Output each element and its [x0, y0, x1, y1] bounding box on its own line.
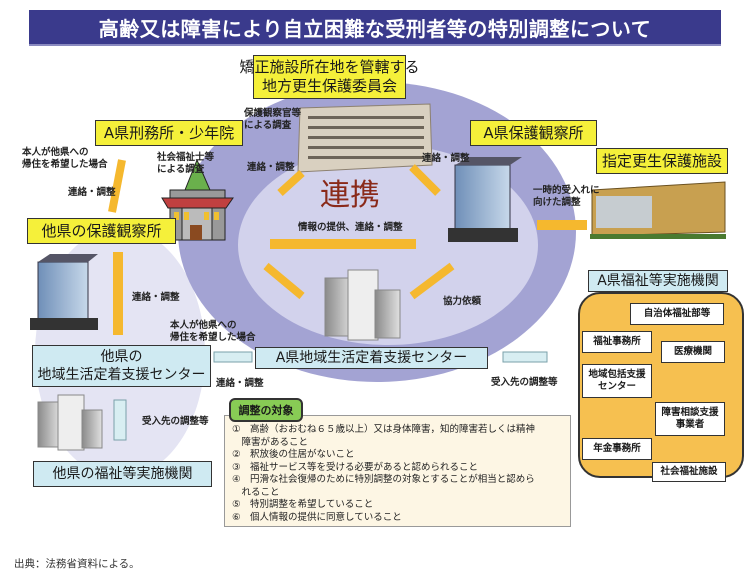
note-liaison-left-mid: 連絡・調整 [132, 292, 180, 303]
target-condition: れること [232, 486, 280, 498]
target-condition: ⑤ 特別調整を希望していること [232, 499, 374, 510]
target-condition: ① 高齢（おおむね６５歳以上）又は身体障害，知的障害若しくは精神 [232, 424, 536, 435]
target-condition: ④ 円滑な社会復帰のために特別調整の対象とすることが相当と認めら [232, 474, 535, 485]
a-welfare-header: A県福祉等実施機関 [588, 270, 728, 292]
arrow-board-prison [277, 170, 305, 196]
target-conditions-panel [224, 415, 571, 527]
welfare-agency-item: 年金事務所 [582, 438, 652, 460]
prison-box: A県刑務所・少年院 [95, 120, 243, 146]
note-return-wish-top: 本人が他県への 帰住を希望した場合 [22, 147, 108, 171]
other-welfare-box: 他県の福祉等実施機関 [33, 461, 212, 487]
other-probation-building-icon [30, 254, 98, 330]
target-condition: 障害があること [232, 436, 309, 448]
note-cooperation-request: 協力依頼 [443, 296, 482, 307]
cooperation-label: 連携 [320, 178, 380, 213]
target-conditions-heading: 調整の対象 [229, 398, 303, 422]
arrow-centers [213, 351, 253, 363]
welfare-agency-item: 地域包括支援 センター [582, 364, 652, 398]
designated-facility-building-icon [590, 181, 726, 239]
welfare-agency-item: 社会福祉施設 [652, 462, 726, 482]
note-social-worker-survey: 社会福祉士等 による調査 [157, 152, 215, 176]
target-condition: ⑥ 個人情報の提供に同意していること [232, 511, 402, 523]
source-note: 出典：法務省資料による。 [14, 558, 140, 570]
note-return-wish-mid: 本人が他県への 帰住を希望した場合 [170, 320, 256, 344]
other-center-box: 他県の 地域生活定着支援センター [32, 345, 211, 387]
arrow-prison-center [263, 262, 305, 300]
note-acceptance-left: 受入先の調整等 [142, 416, 209, 427]
note-probation-officer-survey: 保護観察官等 による調査 [244, 108, 302, 132]
welfare-agency-item: 福祉事務所 [582, 331, 652, 353]
target-conditions-list: ① 高齢（おおむね６５歳以上）又は身体障害，知的障害若しくは精神 障害があること… [232, 424, 535, 524]
target-condition: ② 釈放後の住居がないこと [232, 449, 355, 460]
note-liaison-left-top: 連絡・調整 [68, 187, 116, 198]
note-liaison-a-probation: 連絡・調整 [422, 153, 470, 164]
designated-facility-box: 指定更生保護施設 [596, 148, 728, 174]
arrow-board-aprob [409, 164, 441, 196]
prison-building-icon [161, 158, 234, 241]
diagram-title: 高齢又は障害により自立困難な受刑者等の特別調整について [29, 10, 721, 46]
a-center-building-icon [324, 269, 401, 341]
note-info-provision: 情報の提供、連絡・調整 [298, 222, 403, 233]
welfare-agency-item: 医療機関 [661, 341, 725, 363]
arrow-prison-otherprob [108, 159, 126, 213]
regional-board-box: 矯正施設所在地を管轄する 地方更生保護委員会 [240, 55, 420, 99]
arrow-aprob-center [409, 262, 455, 300]
arrow-acenter-welfare [502, 351, 548, 363]
welfare-agency-item: 障害相談支援 事業者 [655, 402, 725, 436]
a-center-box: A県地域生活定着支援センター [255, 347, 488, 369]
note-liaison-centers: 連絡・調整 [216, 378, 264, 389]
note-temporary-acceptance: 一時的受入れに 向けた調整 [533, 185, 600, 209]
welfare-agency-item: 自治体福祉部等 [630, 303, 724, 325]
other-welfare-building-icon [37, 394, 103, 451]
other-probation-box: 他県の保護観察所 [27, 218, 176, 244]
regional-board-building-icon [297, 103, 433, 173]
a-probation-box: A県保護観察所 [470, 120, 597, 146]
note-liaison-prison: 連絡・調整 [247, 162, 295, 173]
target-condition: ③ 福祉サービス等を受ける必要があると認められること [232, 461, 479, 473]
note-acceptance-right: 受入先の調整等 [491, 377, 558, 388]
a-probation-building-icon [448, 157, 522, 242]
arrow-othercenter-otherwelfare [113, 399, 127, 441]
